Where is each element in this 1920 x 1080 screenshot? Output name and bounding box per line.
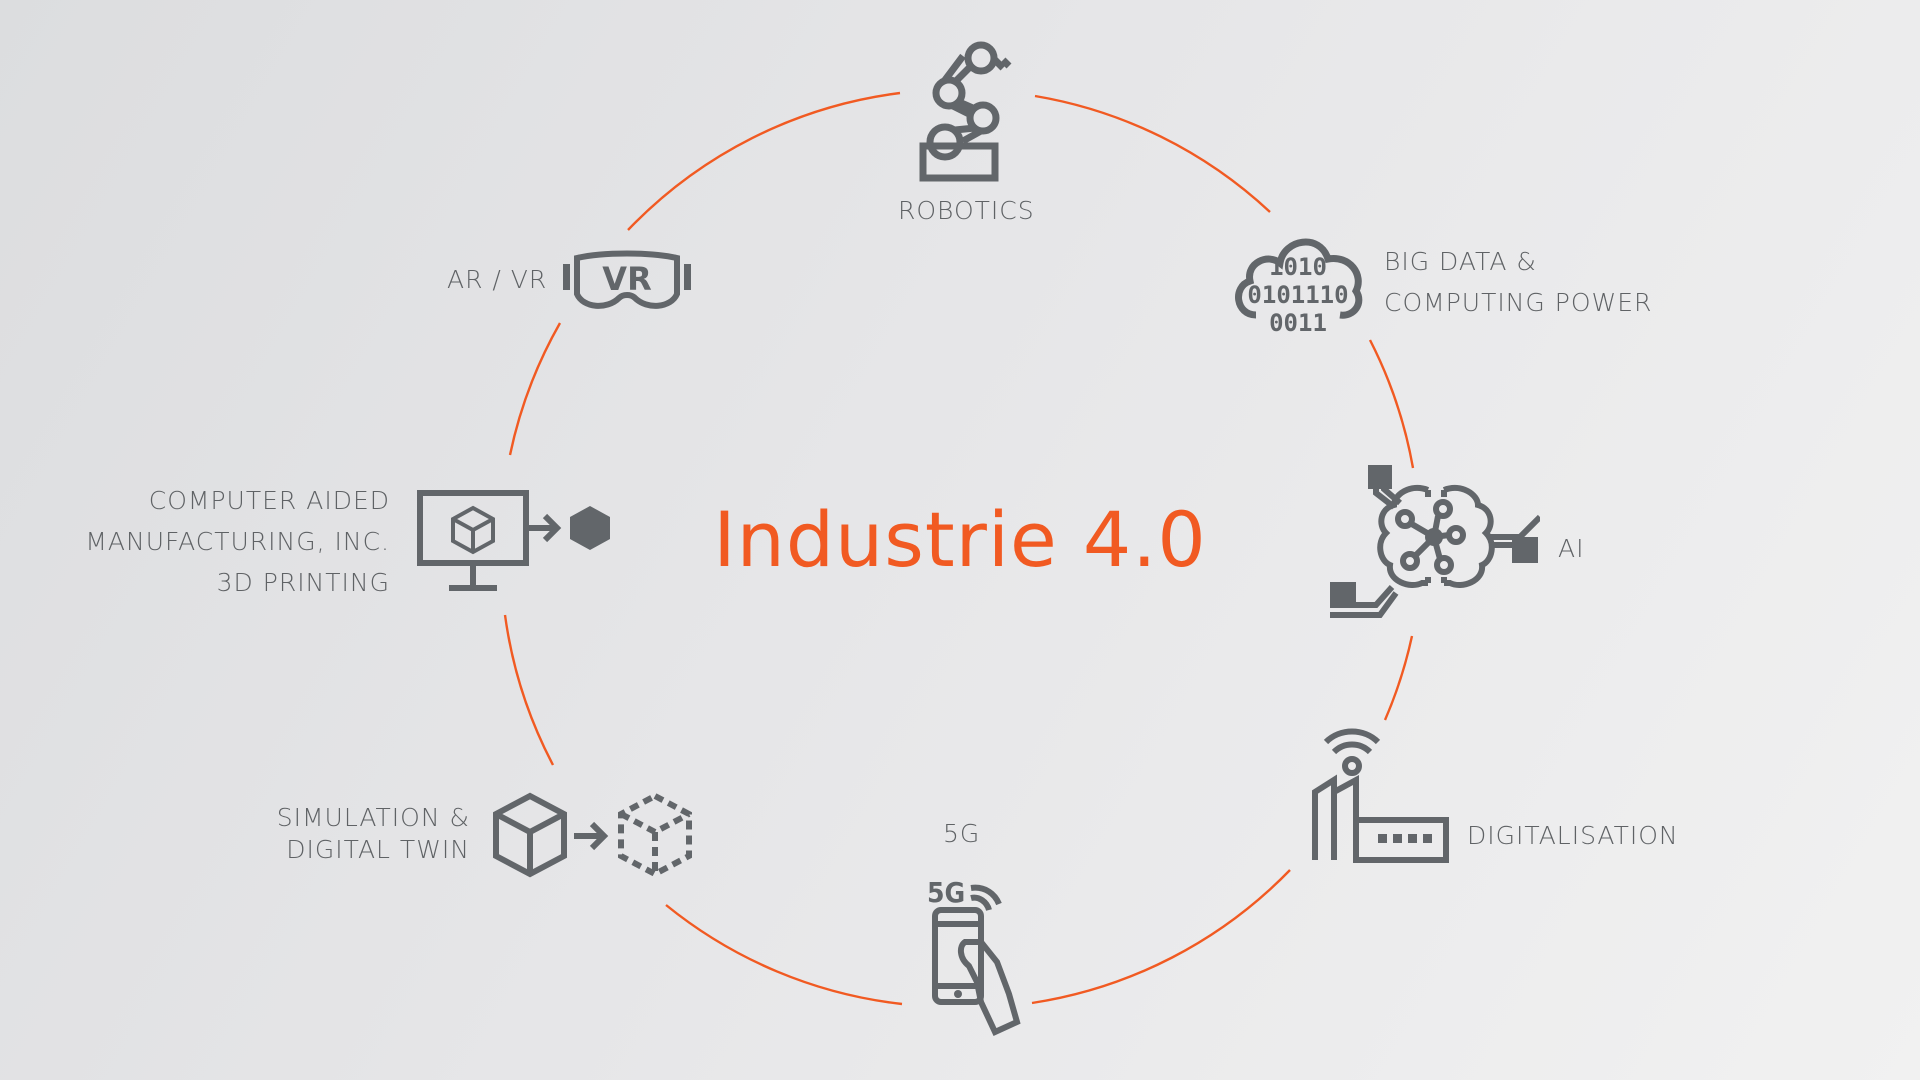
- label-big-data: BIG DATA & COMPUTING POWER: [1384, 247, 1653, 317]
- arc-sim-cam: [503, 614, 555, 766]
- svg-text:0101110: 0101110: [1247, 281, 1348, 309]
- cube-digital-twin-icon: [493, 792, 692, 878]
- page-title: Industrie 4.0: [713, 495, 1207, 584]
- arc-5g-sim: [665, 904, 903, 1006]
- arc-bigdata-ai: [1368, 339, 1415, 469]
- monitor-3d-print-icon: [417, 490, 610, 591]
- label-digitalisation: DIGITALISATION: [1467, 821, 1679, 850]
- robot-arm-icon: [919, 41, 1012, 182]
- svg-text:1010: 1010: [1269, 253, 1327, 281]
- label-robotics: ROBOTICS: [898, 196, 1035, 225]
- vr-goggles-icon: VR: [563, 250, 691, 309]
- label-simulation: SIMULATION & DIGITAL TWIN: [276, 803, 470, 864]
- svg-text:VR: VR: [602, 260, 651, 298]
- label-ai: AI: [1558, 534, 1585, 563]
- brain-circuit-icon: [1330, 465, 1540, 618]
- factory-wifi-icon: [1312, 728, 1449, 863]
- arc-ai-digital: [1383, 635, 1414, 721]
- arc-vr-robotics: [627, 91, 901, 231]
- label-5g: 5G: [943, 819, 981, 848]
- arc-digital-5g: [1031, 869, 1291, 1005]
- svg-text:5G: 5G: [927, 876, 965, 909]
- cloud-binary-icon: 1010 0101110 0011: [1235, 238, 1363, 337]
- arc-robotics-bigdata: [1034, 94, 1271, 213]
- label-cam: COMPUTER AIDED MANUFACTURING, INC. 3D PR…: [85, 486, 390, 597]
- smartphone-5g-icon: 5G: [927, 876, 1021, 1036]
- arc-cam-vr: [508, 322, 562, 456]
- label-ar-vr: AR / VR: [447, 265, 548, 294]
- svg-text:0011: 0011: [1269, 309, 1327, 337]
